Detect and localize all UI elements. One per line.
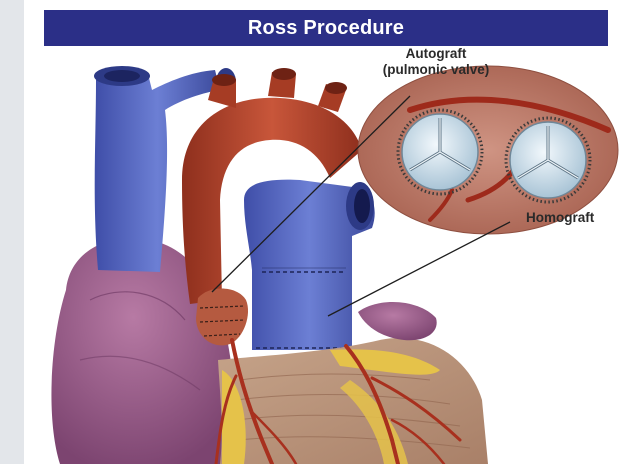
homograft-label-text: Homograft — [526, 210, 594, 225]
homograft-leader-line — [328, 222, 510, 316]
autograft-label-line1: Autograft — [362, 46, 510, 62]
pulmonary-homograft-tube — [244, 180, 375, 350]
autograft-label-line2: (pulmonic valve) — [362, 62, 510, 78]
homograft-label: Homograft — [526, 210, 594, 226]
coronary-button — [196, 288, 248, 345]
autograft-label: Autograft (pulmonic valve) — [362, 46, 510, 78]
left-atrial-appendage — [358, 302, 437, 340]
